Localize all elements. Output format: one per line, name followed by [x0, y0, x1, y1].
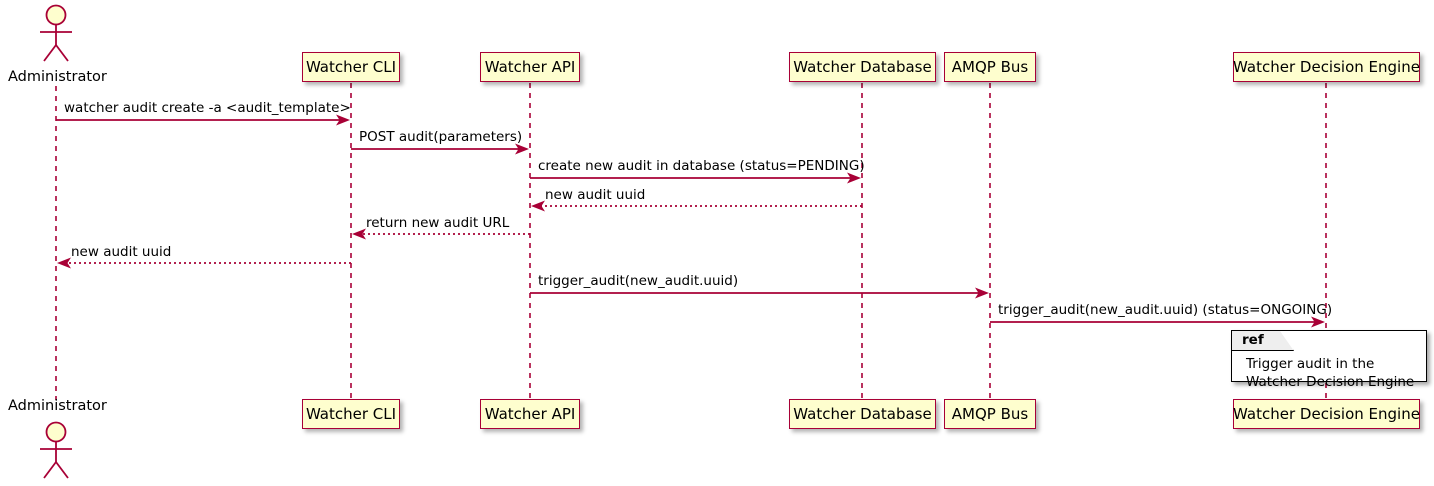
message-label-6: new audit uuid [71, 244, 172, 260]
message-arrow-7 [530, 287, 989, 299]
participant-label-amqp-bus-bottom: AMQP Bus [951, 404, 1029, 423]
actor-label-administrator-bottom: Administrator [8, 398, 107, 414]
participant-box-watcher-api-bottom[interactable]: Watcher API [480, 399, 580, 429]
participant-box-amqp-bus-bottom[interactable]: AMQP Bus [944, 399, 1036, 429]
ref-fragment: ref Trigger audit in the Watcher Decisio… [1231, 330, 1427, 390]
message-label-8: trigger_audit(new_audit.uuid) (status=ON… [998, 302, 1333, 318]
message-arrow-1 [56, 114, 350, 126]
participant-box-watcher-database-bottom[interactable]: Watcher Database [789, 399, 936, 429]
message-label-4: new audit uuid [545, 187, 646, 203]
participant-box-watcher-decision-engine-top[interactable]: Watcher Decision Engine [1233, 52, 1420, 82]
participant-label-watcher-database-bottom: Watcher Database [793, 404, 932, 423]
ref-fragment-operator-label: ref [1242, 332, 1264, 348]
message-label-5: return new audit URL [366, 215, 510, 231]
participant-box-watcher-cli-top[interactable]: Watcher CLI [302, 52, 400, 82]
participant-label-watcher-api: Watcher API [484, 57, 576, 76]
participant-box-watcher-database-top[interactable]: Watcher Database [789, 52, 936, 82]
message-arrow-8 [990, 316, 1325, 328]
message-label-3: create new audit in database (status=PEN… [538, 158, 865, 174]
ref-fragment-line-1: Trigger audit in the [1246, 356, 1375, 372]
ref-fragment-body: Trigger audit in the Watcher Decision En… [1246, 355, 1414, 391]
participant-box-amqp-bus-top[interactable]: AMQP Bus [944, 52, 1036, 82]
participant-box-watcher-api-top[interactable]: Watcher API [480, 52, 580, 82]
message-arrow-3 [530, 172, 861, 184]
actor-label-administrator-top: Administrator [8, 69, 107, 85]
message-label-2: POST audit(parameters) [359, 129, 523, 145]
actor-figure-administrator-top [40, 4, 72, 62]
participant-label-watcher-api-bottom: Watcher API [484, 404, 576, 423]
message-arrow-2 [351, 143, 529, 155]
actor-figure-administrator-bottom [40, 421, 72, 479]
participant-label-watcher-decision-engine-bottom: Watcher Decision Engine [1233, 404, 1420, 423]
participant-label-watcher-database: Watcher Database [793, 57, 932, 76]
participant-label-amqp-bus: AMQP Bus [951, 57, 1029, 76]
message-arrow-6 [57, 257, 351, 269]
ref-fragment-line-2: Watcher Decision Engine [1246, 374, 1415, 391]
message-arrow-4 [531, 200, 862, 212]
participant-label-watcher-cli: Watcher CLI [305, 57, 397, 76]
participant-label-watcher-decision-engine: Watcher Decision Engine [1233, 57, 1420, 76]
message-label-7: trigger_audit(new_audit.uuid) [538, 273, 739, 289]
participant-label-watcher-cli-bottom: Watcher CLI [305, 404, 397, 423]
message-label-1: watcher audit create -a <audit_template> [64, 100, 351, 116]
message-arrow-5 [352, 228, 530, 240]
participant-box-watcher-cli-bottom[interactable]: Watcher CLI [302, 399, 400, 429]
participant-box-watcher-decision-engine-bottom[interactable]: Watcher Decision Engine [1233, 399, 1420, 429]
